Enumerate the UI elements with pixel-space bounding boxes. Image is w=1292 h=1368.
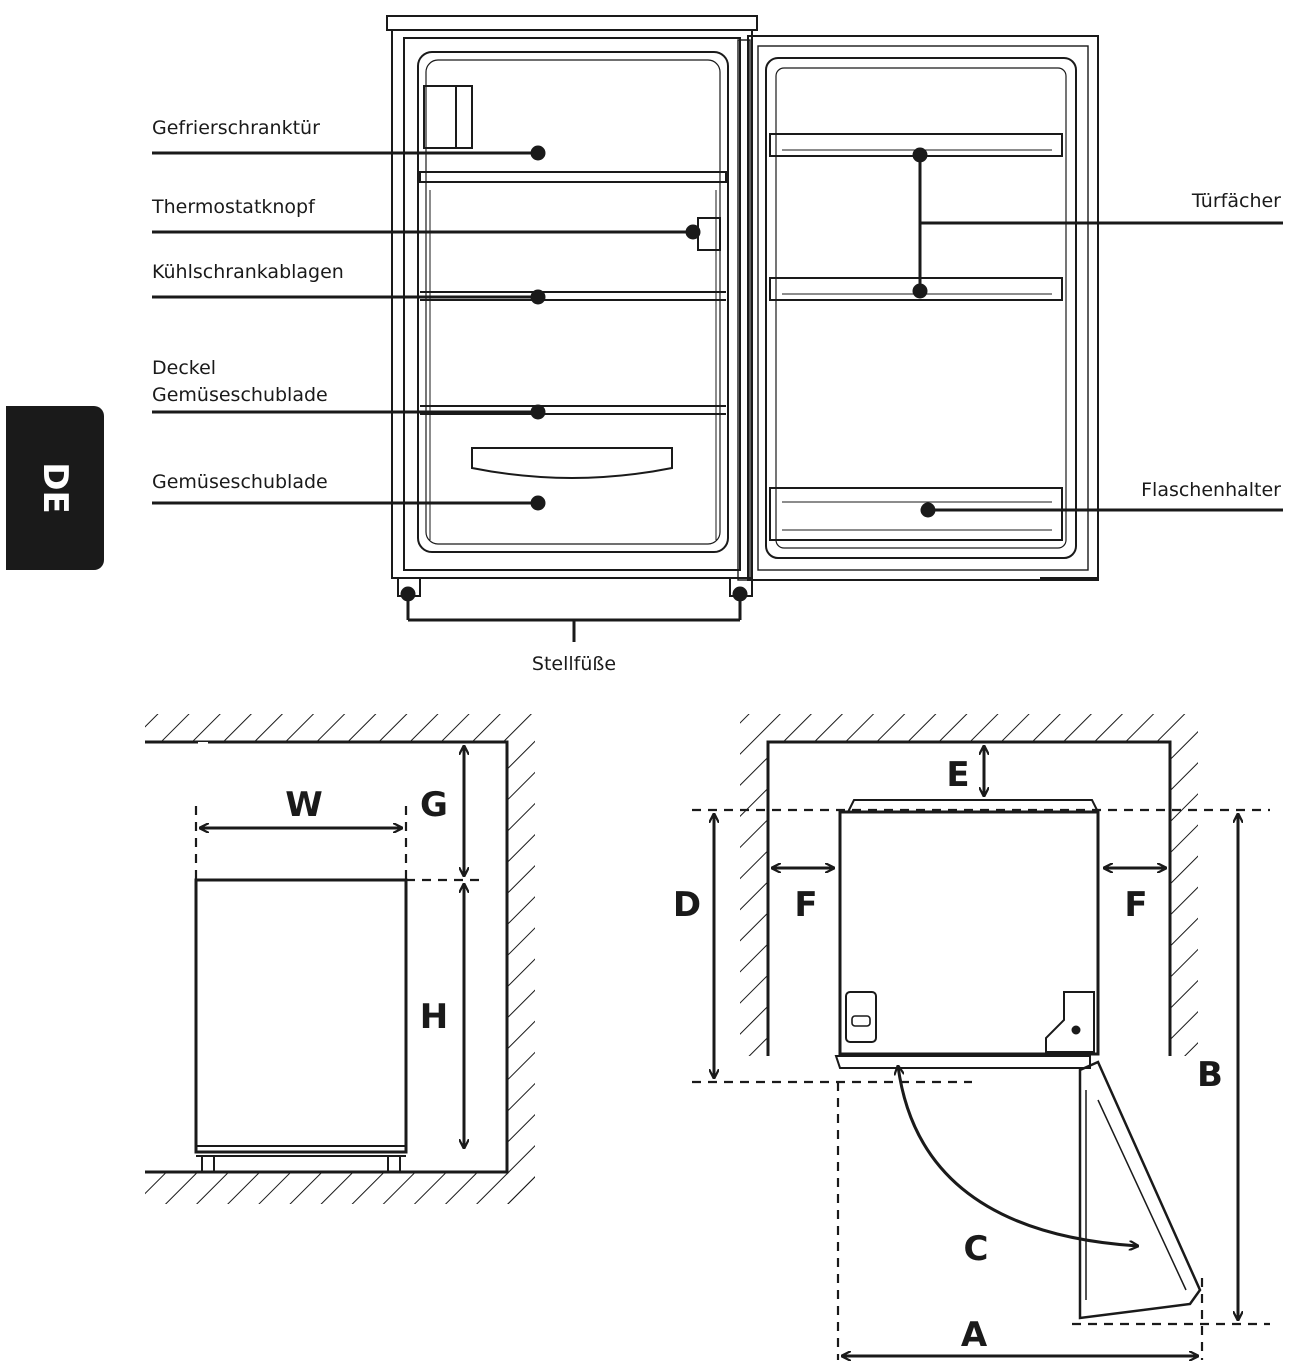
floor-hatch xyxy=(145,1172,535,1204)
clearance-side-view: W G H xyxy=(145,714,535,1204)
dim-b: B xyxy=(1197,1055,1223,1095)
dim-g: G xyxy=(420,785,448,825)
dim-c: C xyxy=(964,1229,989,1269)
label-crisper-cover-2: Gemüseschublade xyxy=(152,384,328,406)
dim-h: H xyxy=(420,997,448,1037)
freezer-door-panel xyxy=(419,171,727,183)
dim-a: A xyxy=(961,1315,988,1355)
clearance-top-view: E F F D B C A xyxy=(673,714,1270,1360)
fridge-cabinet xyxy=(391,29,753,579)
ceiling-hatch xyxy=(145,714,507,742)
dim-f-left: F xyxy=(794,885,817,925)
leader-lines xyxy=(152,145,1283,642)
label-shelves: Kühlschrankablagen xyxy=(152,261,344,283)
open-door xyxy=(1078,1060,1202,1320)
label-bottle-holder: Flaschenhalter xyxy=(1141,479,1281,501)
label-thermostat: Thermostatknopf xyxy=(151,196,316,218)
language-tab: DE xyxy=(6,406,104,570)
door-shelf-middle xyxy=(769,277,1063,301)
door-bottle-holder xyxy=(769,487,1063,541)
left-wall-hatch xyxy=(740,742,768,1056)
label-crisper-cover-1: Deckel xyxy=(152,357,216,379)
label-freezer-door: Gefrierschranktür xyxy=(152,117,320,139)
fridge-cabinet-inner xyxy=(403,37,741,571)
crisper-handle xyxy=(471,447,673,479)
wall-hatch xyxy=(507,714,535,1204)
thermostat-housing xyxy=(697,217,721,251)
dim-e: E xyxy=(946,755,969,795)
top-fridge-body xyxy=(838,810,1100,1056)
right-wall-hatch xyxy=(1170,742,1198,1056)
door-swing-arc xyxy=(898,1066,1138,1246)
door-shelf-upper xyxy=(769,133,1063,157)
dim-d: D xyxy=(673,885,701,925)
dim-f-right: F xyxy=(1124,885,1147,925)
back-wall-hatch xyxy=(740,714,1198,742)
label-door-shelves: Türfächer xyxy=(1191,190,1281,212)
fridge-liner xyxy=(417,51,729,553)
fridge-door xyxy=(747,35,1099,581)
freezer-latch xyxy=(423,85,473,149)
dim-w: W xyxy=(285,785,323,825)
label-crisper: Gemüseschublade xyxy=(152,471,328,493)
part-labels: Gefrierschranktür Thermostatknopf Kühlsc… xyxy=(151,117,1281,675)
side-fridge-body xyxy=(194,878,408,1154)
fridge-top xyxy=(386,15,758,31)
label-feet: Stellfüße xyxy=(532,653,616,675)
